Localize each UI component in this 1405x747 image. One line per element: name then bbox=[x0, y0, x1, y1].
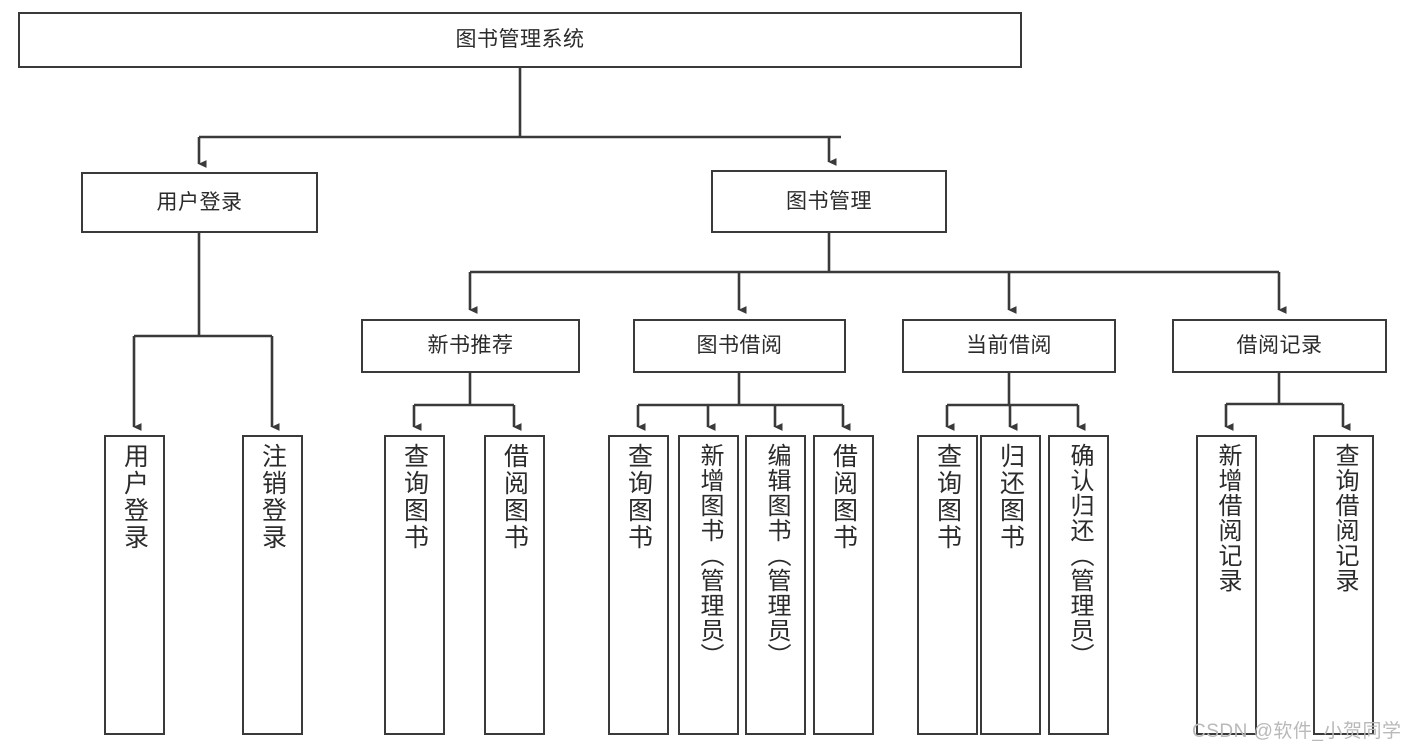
node-current-borrow-label: 当前借阅 bbox=[966, 334, 1052, 358]
node-leaf-confirm-return-label: 确认归还（管理员） bbox=[1065, 443, 1093, 668]
node-leaf-edit-book[interactable]: 编辑图书（管理员） bbox=[745, 435, 806, 735]
node-leaf-logout-login-label: 注销登录 bbox=[258, 443, 287, 551]
node-leaf-return-book[interactable]: 归还图书 bbox=[980, 435, 1041, 735]
node-leaf-edit-book-label: 编辑图书（管理员） bbox=[762, 443, 790, 668]
node-book-borrow[interactable]: 图书借阅 bbox=[633, 319, 846, 373]
node-current-borrow[interactable]: 当前借阅 bbox=[902, 319, 1116, 373]
node-root-system[interactable]: 图书管理系统 bbox=[18, 12, 1022, 68]
node-leaf-logout-login[interactable]: 注销登录 bbox=[242, 435, 303, 735]
node-leaf-borrow-book-2[interactable]: 借阅图书 bbox=[813, 435, 874, 735]
node-borrow-record-label: 借阅记录 bbox=[1236, 334, 1323, 358]
node-user-login-label: 用户登录 bbox=[156, 190, 243, 214]
node-borrow-record[interactable]: 借阅记录 bbox=[1172, 319, 1387, 373]
node-leaf-borrow-book-1[interactable]: 借阅图书 bbox=[484, 435, 545, 735]
node-leaf-return-book-label: 归还图书 bbox=[996, 443, 1025, 551]
node-new-book-recommend-label: 新书推荐 bbox=[427, 334, 514, 358]
node-leaf-query-record[interactable]: 查询借阅记录 bbox=[1313, 435, 1374, 735]
node-leaf-query-book-1-label: 查询图书 bbox=[400, 443, 429, 551]
node-root-system-label: 图书管理系统 bbox=[455, 28, 585, 52]
node-leaf-query-book-2-label: 查询图书 bbox=[624, 443, 653, 551]
node-leaf-add-book[interactable]: 新增图书（管理员） bbox=[678, 435, 739, 735]
node-new-book-recommend[interactable]: 新书推荐 bbox=[361, 319, 580, 373]
node-leaf-add-record-label: 新增借阅记录 bbox=[1213, 443, 1241, 593]
node-leaf-user-login[interactable]: 用户登录 bbox=[104, 435, 165, 735]
node-leaf-add-book-label: 新增图书（管理员） bbox=[695, 443, 723, 668]
node-leaf-query-book-1[interactable]: 查询图书 bbox=[384, 435, 445, 735]
node-leaf-query-record-label: 查询借阅记录 bbox=[1330, 443, 1358, 593]
node-leaf-borrow-book-1-label: 借阅图书 bbox=[500, 443, 529, 551]
node-book-management[interactable]: 图书管理 bbox=[711, 170, 947, 233]
node-leaf-borrow-book-2-label: 借阅图书 bbox=[829, 443, 858, 551]
node-leaf-query-book-2[interactable]: 查询图书 bbox=[608, 435, 669, 735]
node-leaf-user-login-label: 用户登录 bbox=[120, 443, 149, 551]
node-user-login[interactable]: 用户登录 bbox=[81, 172, 318, 233]
node-leaf-query-book-3[interactable]: 查询图书 bbox=[917, 435, 978, 735]
node-leaf-add-record[interactable]: 新增借阅记录 bbox=[1196, 435, 1257, 735]
node-book-management-label: 图书管理 bbox=[786, 189, 872, 213]
node-leaf-query-book-3-label: 查询图书 bbox=[933, 443, 962, 551]
node-book-borrow-label: 图书借阅 bbox=[696, 334, 783, 358]
node-leaf-confirm-return[interactable]: 确认归还（管理员） bbox=[1048, 435, 1109, 735]
csdn-watermark: CSDN @软件_小贺同学 bbox=[1192, 721, 1402, 742]
